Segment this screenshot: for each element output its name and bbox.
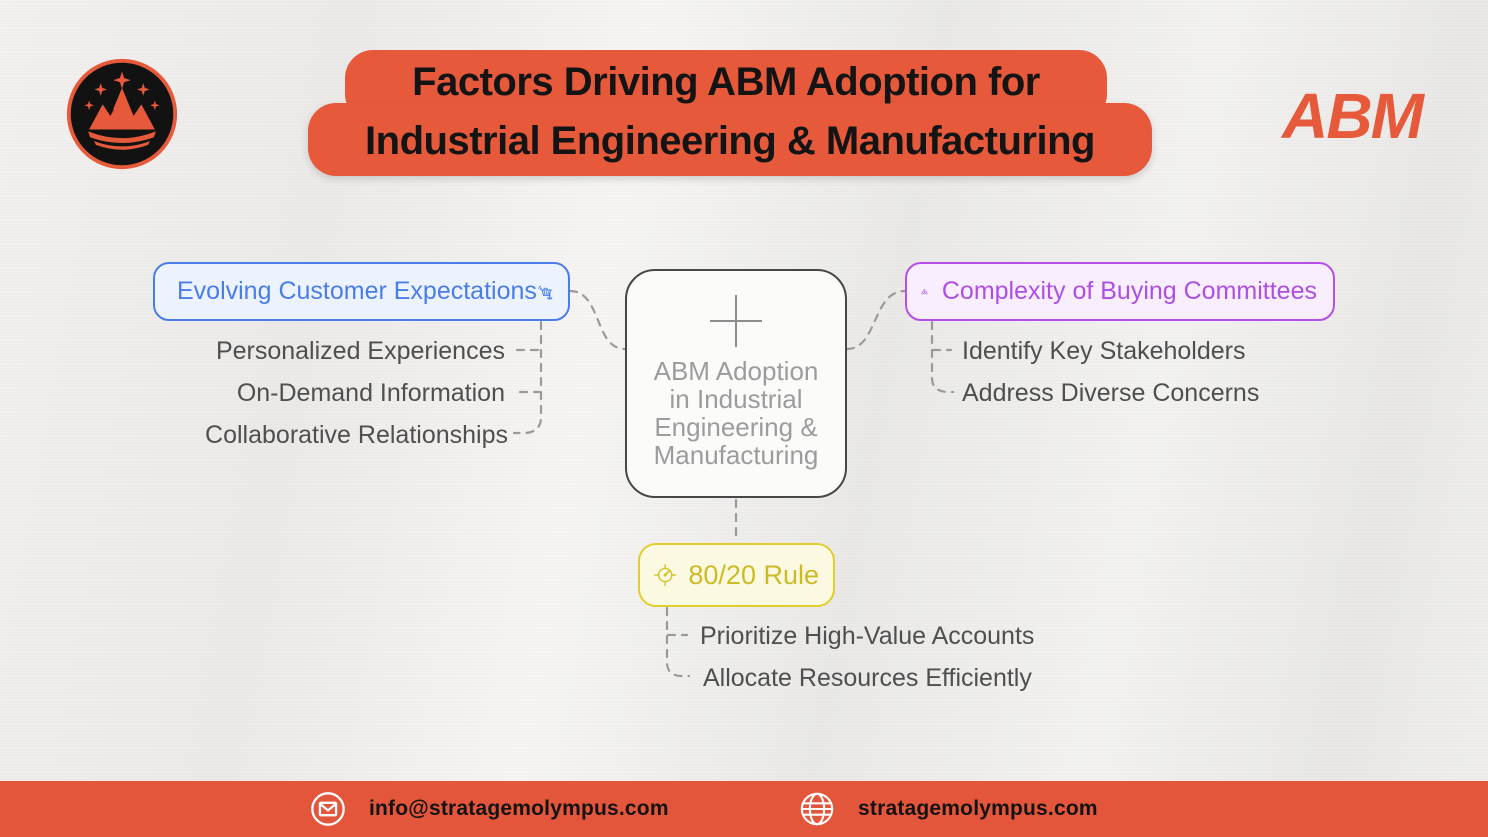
sub-item: Personalized Experiences [215, 336, 505, 365]
footer-bar: info@stratagemolympus.com stratagemolymp… [0, 781, 1488, 837]
page-title-line1: Factors Driving ABM Adoption for [412, 59, 1040, 104]
sub-item: Address Diverse Concerns [962, 378, 1260, 407]
plus-icon [710, 295, 762, 347]
branch-node-80-20-rule: 80/20 Rule [638, 543, 835, 607]
gauge-icon [654, 564, 677, 586]
branch-label: Complexity of Buying Committees [941, 277, 1317, 305]
footer-email-text[interactable]: info@stratagemolympus.com [369, 797, 669, 820]
sub-item: Identify Key Stakeholders [962, 336, 1246, 365]
branch-node-customer-expectations: Evolving Customer Expectations [153, 262, 570, 321]
center-label-line: in Industrial [669, 384, 803, 414]
title-banner-bottom-shape [308, 103, 1152, 176]
center-label-line: Engineering & [654, 412, 818, 442]
sub-item: Allocate Resources Efficiently [703, 663, 1032, 692]
org-chart-icon [921, 288, 928, 294]
globe-icon [800, 792, 834, 826]
title-banner-top-shape [345, 50, 1107, 122]
center-node-label: ABM Adoption in Industrial Engineering &… [654, 357, 819, 469]
branch-label: Evolving Customer Expectations [177, 277, 537, 305]
mountain-crown-logo-icon [66, 58, 178, 170]
footer-website: stratagemolympus.com [798, 781, 1098, 837]
shopping-basket-tap-icon [538, 285, 553, 299]
center-label-line: ABM Adoption [653, 356, 819, 386]
branch-label: 80/20 Rule [688, 559, 819, 590]
footer-website-text[interactable]: stratagemolympus.com [858, 797, 1098, 820]
company-logo [64, 56, 180, 172]
sub-item: On-Demand Information [236, 378, 505, 407]
footer-email: info@stratagemolympus.com [309, 781, 669, 837]
mail-icon [311, 792, 345, 826]
center-node: ABM Adoption in Industrial Engineering &… [625, 269, 847, 498]
sub-item: Collaborative Relationships [205, 420, 508, 449]
brand-wordmark: ABM [1282, 80, 1424, 152]
page-title-line2: Industrial Engineering & Manufacturing [365, 118, 1095, 163]
center-label-line: Manufacturing [653, 440, 819, 470]
branch-node-buying-committees: Complexity of Buying Committees [905, 262, 1335, 321]
sub-item: Prioritize High-Value Accounts [700, 621, 1035, 650]
